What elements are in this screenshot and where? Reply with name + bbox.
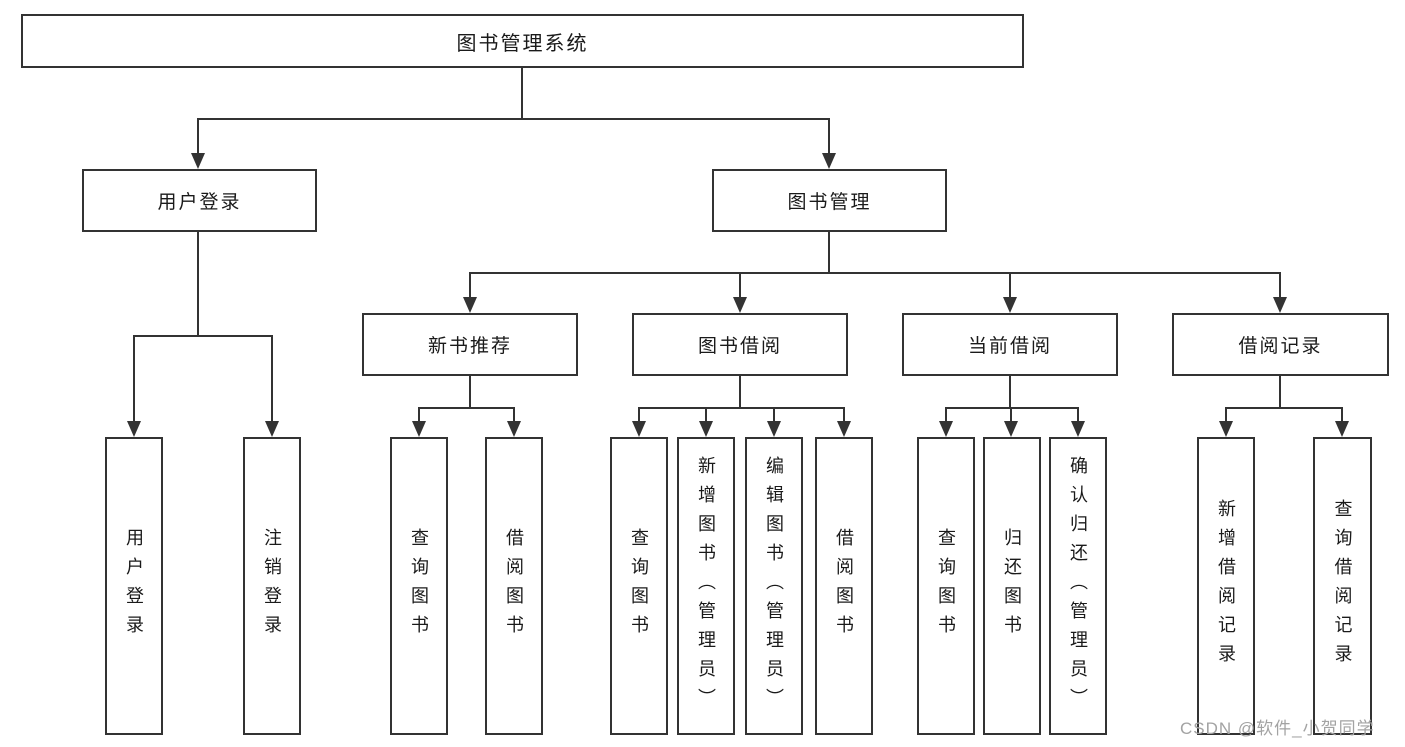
arrowhead-leaf-bb-add <box>699 421 713 437</box>
connector-bookborrow-rail <box>638 407 845 409</box>
node-borrow-records: 借阅记录 <box>1172 313 1389 376</box>
connector-to-leaf-br-query <box>1341 407 1343 423</box>
leaf-borrow-borrow-books-label: 借阅图书 <box>834 528 854 644</box>
leaf-borrow-add-books-admin-label: 新增图书（管理员） <box>696 455 716 717</box>
arrowhead-leaf-br-query <box>1335 421 1349 437</box>
leaf-records-add-record-label: 新增借阅记录 <box>1216 499 1236 673</box>
arrowhead-leaf-bb-borrow <box>837 421 851 437</box>
arrowhead-borrow-records <box>1273 297 1287 313</box>
node-user-login-label: 用户登录 <box>157 192 242 213</box>
connector-to-leaf-logout <box>271 335 273 423</box>
node-borrow-records-label: 借阅记录 <box>1238 336 1323 357</box>
connector-bookmgmt-stem <box>828 232 830 274</box>
arrowhead-leaf-bb-edit <box>767 421 781 437</box>
arrowhead-leaf-cb-return <box>1004 421 1018 437</box>
arrowhead-leaf-br-add <box>1219 421 1233 437</box>
connector-to-leaf-bb-query <box>638 407 640 423</box>
connector-to-new-books <box>469 272 471 299</box>
leaf-borrow-edit-books-admin-label: 编辑图书（管理员） <box>764 455 784 717</box>
leaf-newbook-query-books-label: 查询图书 <box>409 528 429 644</box>
connector-to-leaf-nb-query <box>418 407 420 423</box>
connector-to-leaf-nb-borrow <box>513 407 515 423</box>
leaf-records-query-record-label: 查询借阅记录 <box>1332 499 1353 673</box>
leaf-user-login: 用户登录 <box>105 437 163 735</box>
connector-bookborrow-stem <box>739 376 741 409</box>
arrowhead-new-books <box>463 297 477 313</box>
leaf-current-query-books: 查询图书 <box>917 437 975 735</box>
node-user-login: 用户登录 <box>82 169 317 232</box>
leaf-borrow-query-books: 查询图书 <box>610 437 668 735</box>
connector-to-user-login <box>197 118 199 155</box>
leaf-current-query-books-label: 查询图书 <box>936 528 956 644</box>
connector-records-rail <box>1225 407 1343 409</box>
connector-root-rail <box>198 118 830 120</box>
connector-to-leaf-bb-edit <box>773 407 775 423</box>
node-current-borrowing-label: 当前借阅 <box>967 336 1052 357</box>
node-book-management: 图书管理 <box>712 169 947 232</box>
connector-currentborrow-stem <box>1009 376 1011 409</box>
connector-to-book-mgmt <box>828 118 830 155</box>
leaf-current-confirm-return-admin-label: 确认归还（管理员） <box>1068 455 1088 717</box>
node-book-management-label: 图书管理 <box>787 192 872 213</box>
connector-to-current-borrow <box>1009 272 1011 299</box>
leaf-records-query-record: 查询借阅记录 <box>1313 437 1372 735</box>
leaf-newbook-borrow-books-label: 借阅图书 <box>504 528 524 644</box>
leaf-current-return-books-label: 归还图书 <box>1002 528 1022 644</box>
leaf-logout: 注销登录 <box>243 437 301 735</box>
connector-currentborrow-rail <box>945 407 1079 409</box>
connector-to-leaf-br-add <box>1225 407 1227 423</box>
connector-newbooks-rail <box>418 407 515 409</box>
connector-root-stem <box>521 68 523 119</box>
arrowhead-book-borrow <box>733 297 747 313</box>
arrowhead-book-mgmt <box>822 153 836 169</box>
connector-to-borrow-records <box>1279 272 1281 299</box>
connector-userlogin-stem <box>197 232 199 337</box>
leaf-newbook-borrow-books: 借阅图书 <box>485 437 543 735</box>
connector-level3-rail <box>469 272 1281 274</box>
node-book-borrowing-label: 图书借阅 <box>697 336 782 357</box>
leaf-borrow-borrow-books: 借阅图书 <box>815 437 873 735</box>
arrowhead-leaf-cb-query <box>939 421 953 437</box>
connector-to-leaf-cb-query <box>945 407 947 423</box>
connector-to-leaf-cb-return <box>1010 407 1012 423</box>
connector-newbooks-stem <box>469 376 471 409</box>
leaf-records-add-record: 新增借阅记录 <box>1197 437 1255 735</box>
node-new-book-recommend-label: 新书推荐 <box>427 336 512 357</box>
arrowhead-current-borrow <box>1003 297 1017 313</box>
arrowhead-leaf-nb-borrow <box>507 421 521 437</box>
leaf-current-return-books: 归还图书 <box>983 437 1041 735</box>
arrowhead-leaf-bb-query <box>632 421 646 437</box>
node-root-label: 图书管理系统 <box>456 32 589 55</box>
leaf-borrow-add-books-admin: 新增图书（管理员） <box>677 437 735 735</box>
connector-to-book-borrow <box>739 272 741 299</box>
arrowhead-user-login <box>191 153 205 169</box>
connector-to-leaf-bb-borrow <box>843 407 845 423</box>
leaf-user-login-label: 用户登录 <box>124 528 144 644</box>
arrowhead-leaf-login <box>127 421 141 437</box>
node-root-system: 图书管理系统 <box>21 14 1024 68</box>
leaf-logout-label: 注销登录 <box>262 528 282 644</box>
csdn-watermark: CSDN @软件_小贺同学 <box>1180 719 1375 738</box>
leaf-borrow-query-books-label: 查询图书 <box>629 528 649 644</box>
connector-to-leaf-bb-add <box>705 407 707 423</box>
connector-to-leaf-cb-confirm <box>1077 407 1079 423</box>
leaf-current-confirm-return-admin: 确认归还（管理员） <box>1049 437 1107 735</box>
node-new-book-recommend: 新书推荐 <box>362 313 578 376</box>
connector-to-leaf-login <box>133 335 135 423</box>
arrowhead-leaf-cb-confirm <box>1071 421 1085 437</box>
arrowhead-leaf-nb-query <box>412 421 426 437</box>
arrowhead-leaf-logout <box>265 421 279 437</box>
leaf-newbook-query-books: 查询图书 <box>390 437 448 735</box>
connector-userlogin-rail <box>133 335 273 337</box>
node-current-borrowing: 当前借阅 <box>902 313 1118 376</box>
leaf-borrow-edit-books-admin: 编辑图书（管理员） <box>745 437 803 735</box>
connector-records-stem <box>1279 376 1281 409</box>
node-book-borrowing: 图书借阅 <box>632 313 848 376</box>
